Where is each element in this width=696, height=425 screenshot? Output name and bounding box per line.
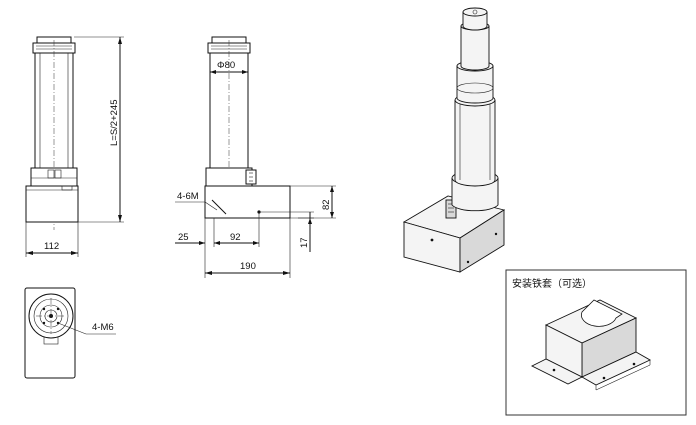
holes-4-6m-label: 4-6M xyxy=(177,191,199,202)
holes-4-m6-label: 4-M6 xyxy=(92,322,114,333)
mounting-bracket-drawing xyxy=(530,299,651,391)
length-formula-label: L=S/2+245 xyxy=(109,100,120,147)
front-view xyxy=(25,36,79,230)
width-112-label: 112 xyxy=(44,241,59,252)
front-view-dimensions: L=S/2+245 112 xyxy=(25,36,124,257)
side-view: Φ80 xyxy=(204,36,291,219)
dim-82-label: 82 xyxy=(321,199,332,210)
accessory-box: 安装铁套（可选） xyxy=(505,269,687,416)
top-view: 4-M6 xyxy=(24,287,116,379)
dim-25-label: 25 xyxy=(178,232,189,243)
dim-17-label: 17 xyxy=(299,237,310,248)
diameter-80-label: Φ80 xyxy=(217,60,235,71)
isometric-view xyxy=(402,7,506,273)
dim-92-label: 92 xyxy=(230,232,241,243)
dim-190-label: 190 xyxy=(240,261,256,272)
side-view-dimensions: 4-6M 25 92 190 82 17 xyxy=(175,185,336,278)
accessory-caption: 安装铁套（可选） xyxy=(512,277,592,290)
